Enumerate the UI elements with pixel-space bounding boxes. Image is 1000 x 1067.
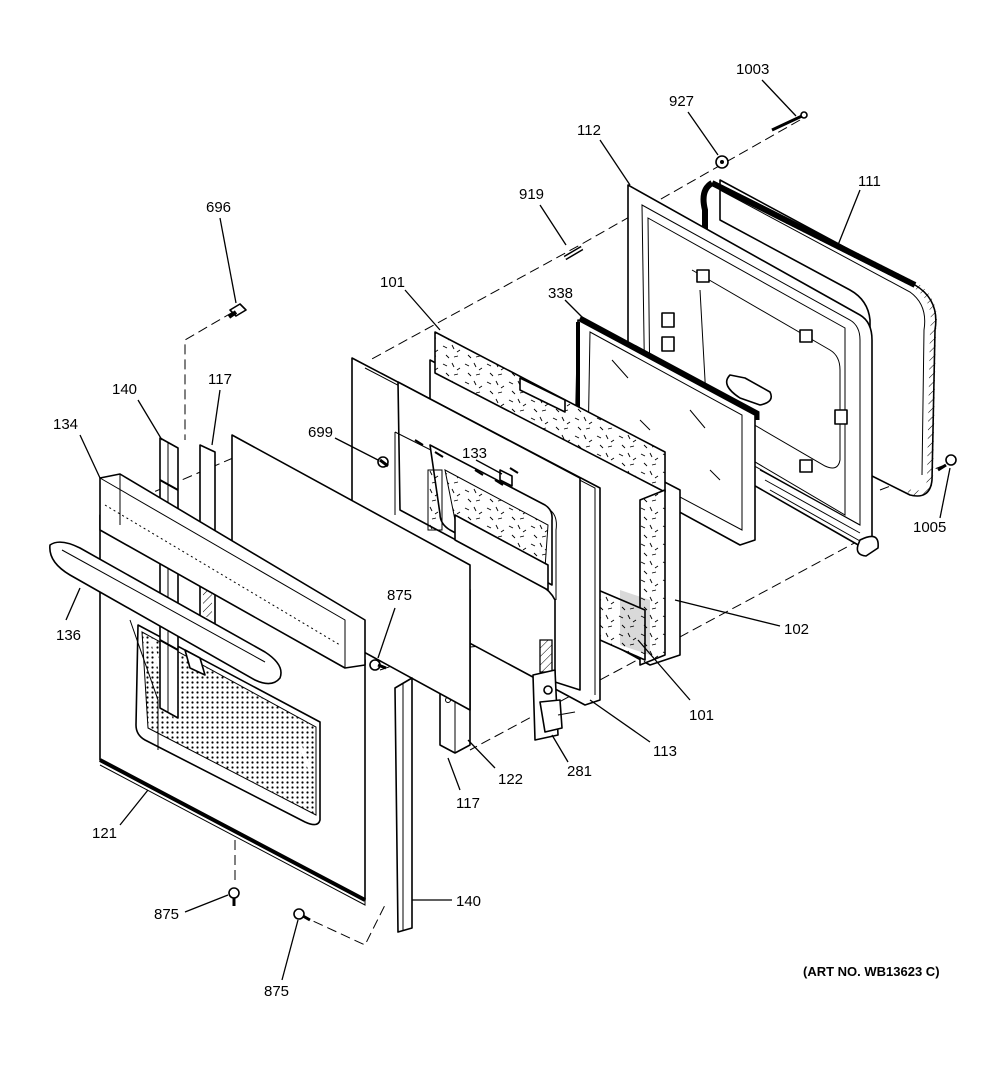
callout-labels: 1003 927 112 919 111 696 101 338 140 117… bbox=[53, 61, 946, 1000]
callout-281: 281 bbox=[567, 763, 592, 780]
callout-875-left: 875 bbox=[154, 906, 179, 923]
callout-1005: 1005 bbox=[913, 519, 946, 536]
part-140-right-trim bbox=[394, 677, 413, 933]
part-136-door-handle bbox=[49, 541, 282, 685]
callout-136: 136 bbox=[56, 627, 81, 644]
leader-lines bbox=[65, 79, 951, 981]
callout-696: 696 bbox=[206, 199, 231, 216]
callout-140-top: 140 bbox=[112, 381, 137, 398]
callout-133: 133 bbox=[462, 445, 487, 462]
callout-101-top: 101 bbox=[380, 274, 405, 291]
part-133-clip bbox=[499, 469, 513, 487]
callout-111: 111 bbox=[858, 173, 881, 190]
callout-338: 338 bbox=[548, 285, 573, 302]
callout-927: 927 bbox=[669, 93, 694, 110]
callout-121: 121 bbox=[92, 825, 117, 842]
callout-101-bottom: 101 bbox=[689, 707, 714, 724]
part-134-top-trim bbox=[99, 473, 366, 669]
callout-875-mid: 875 bbox=[387, 587, 412, 604]
callout-112: 112 bbox=[577, 122, 601, 139]
callout-122: 122 bbox=[498, 771, 523, 788]
callout-134: 134 bbox=[53, 416, 78, 433]
part-113-door-frame bbox=[351, 357, 601, 706]
fasteners bbox=[227, 111, 957, 922]
callout-699: 699 bbox=[308, 424, 333, 441]
callout-102: 102 bbox=[784, 621, 809, 638]
callout-1003: 1003 bbox=[736, 61, 769, 78]
callout-117-top: 117 bbox=[208, 371, 232, 388]
callout-113: 113 bbox=[653, 743, 677, 760]
callout-117-bottom: 117 bbox=[456, 795, 480, 812]
part-112-inner-door-liner bbox=[627, 184, 879, 557]
callout-875-bottom: 875 bbox=[264, 983, 289, 1000]
art-number: (ART NO. WB13623 C) bbox=[803, 964, 940, 979]
callout-140-bottom: 140 bbox=[456, 893, 481, 910]
part-281-hinge bbox=[532, 639, 576, 741]
part-140-left-trim bbox=[159, 437, 179, 719]
callout-919: 919 bbox=[519, 186, 544, 203]
part-111-door-gasket bbox=[700, 179, 937, 497]
